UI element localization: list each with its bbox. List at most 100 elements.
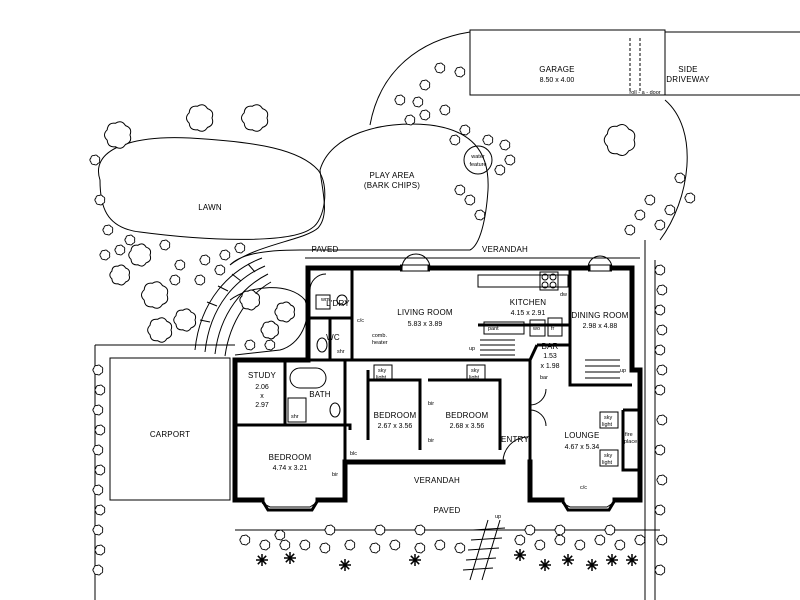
- shrub-icon: [594, 534, 606, 546]
- skylight-2-label-b: light: [469, 375, 480, 381]
- shrub-icon: [234, 242, 246, 254]
- shrub-icon: [414, 542, 426, 554]
- shrub-icon: [674, 172, 686, 184]
- shrub-icon: [94, 464, 106, 476]
- shrub-icon: [324, 524, 336, 536]
- shrub-icon: [264, 339, 276, 351]
- skylight-4-label-a: sky: [604, 453, 613, 459]
- shrub-icon: [419, 79, 431, 91]
- shrub-icon: [482, 134, 494, 146]
- skylight-1-label-a: sky: [378, 368, 387, 374]
- shrub-icon: [274, 529, 286, 541]
- shrub-icon: [439, 104, 451, 116]
- shrub-icon: [99, 249, 111, 261]
- shrub-icon: [94, 194, 106, 206]
- wo-label: wo: [532, 326, 540, 332]
- main-bedroom-dims: 4.74 x 3.21: [273, 465, 308, 472]
- shrub-icon: [219, 249, 231, 261]
- shrub-icon: [92, 404, 104, 416]
- shrub-icon: [414, 524, 426, 536]
- bedroom-3-label: BEDROOM: [446, 411, 489, 420]
- shrub-icon: [214, 264, 226, 276]
- study-dims-1: 2.06: [255, 384, 269, 391]
- side-driveway-label-2: DRIVEWAY: [666, 75, 710, 84]
- shrub-icon: [260, 320, 279, 340]
- play-area-outline: [229, 123, 489, 266]
- shrub-icon: [454, 66, 466, 78]
- fr-label: fr: [551, 326, 555, 332]
- shrub-icon: [174, 259, 186, 271]
- shrub-icon: [104, 121, 132, 149]
- side-driveway-label-1: SIDE: [678, 65, 697, 74]
- paved-bottom-label: PAVED: [434, 506, 461, 515]
- wm-label: wm: [320, 297, 330, 303]
- plant-icon: [626, 554, 638, 566]
- shrub-icon: [173, 308, 197, 332]
- up-label-1: up: [469, 346, 475, 352]
- lawn-outline: [98, 137, 326, 240]
- shrub-icon: [186, 104, 214, 132]
- comb-heater-label-1: comb.: [372, 333, 387, 339]
- bedroom-2-dims: 2.67 x 3.56: [378, 423, 413, 430]
- shrub-icon: [89, 154, 101, 166]
- bir-label-1: bir: [428, 401, 434, 407]
- shrub-icon: [94, 504, 106, 516]
- shrub-icon: [109, 264, 130, 286]
- shrub-icon: [394, 94, 406, 106]
- shrub-icon: [319, 542, 331, 554]
- main-bedroom-label: BEDROOM: [269, 453, 312, 462]
- living-room-label: LIVING ROOM: [397, 308, 453, 317]
- shrub-icon: [434, 62, 446, 74]
- shrub-icon: [419, 109, 431, 121]
- shrub-icon: [244, 339, 256, 351]
- skylight-4-label-b: light: [602, 460, 613, 466]
- shrub-icon: [454, 184, 466, 196]
- laundry-label: L'DRY: [326, 299, 350, 308]
- bar-label: BAR: [541, 342, 558, 351]
- labels: GARAGE 8.50 x 4.00 roll - a - door SIDE …: [150, 65, 710, 520]
- shrub-icon: [449, 134, 461, 146]
- lounge-label: LOUNGE: [565, 431, 600, 440]
- shrub-icon: [654, 504, 666, 516]
- verandah-top-label: VERANDAH: [482, 245, 528, 254]
- up-label-2: up: [620, 368, 626, 374]
- shrub-icon: [644, 194, 656, 206]
- shrub-icon: [344, 539, 356, 551]
- wc-label: WC: [326, 333, 340, 342]
- plant-icon: [606, 554, 618, 566]
- bedroom-3-dims: 2.68 x 3.56: [450, 423, 485, 430]
- shrub-icon: [102, 224, 114, 236]
- shrub-icon: [574, 539, 586, 551]
- trees: [89, 62, 696, 576]
- plant-icon: [409, 554, 421, 566]
- shrub-icon: [459, 124, 471, 136]
- water-feature-label-2: feature: [469, 162, 486, 168]
- shrub-icon: [299, 539, 311, 551]
- shrub-icon: [604, 524, 616, 536]
- shrub-icon: [141, 281, 169, 309]
- play-area-sublabel: (BARK CHIPS): [364, 181, 420, 190]
- shrub-icon: [504, 154, 516, 166]
- plant-icon: [539, 559, 551, 571]
- shrub-icon: [194, 274, 206, 286]
- shrub-icon: [369, 542, 381, 554]
- house-walls: [232, 253, 643, 512]
- plant-icon: [562, 554, 574, 566]
- skylight-1-label-b: light: [376, 375, 387, 381]
- shrub-icon: [654, 219, 666, 231]
- shrub-icon: [624, 224, 636, 236]
- site-outlines: [94, 29, 800, 600]
- shrub-icon: [656, 414, 668, 426]
- shrub-icon: [389, 539, 401, 551]
- shrub-icon: [199, 254, 211, 266]
- shrub-icon: [124, 234, 136, 246]
- shrub-icon: [614, 539, 626, 551]
- garage-label: GARAGE: [539, 65, 574, 74]
- bedroom-2-label: BEDROOM: [374, 411, 417, 420]
- shrub-icon: [534, 539, 546, 551]
- fireplace-label-1: fire: [625, 432, 633, 438]
- living-room-dims: 5.83 x 3.89: [408, 321, 443, 328]
- comb-heater-label-2: heater: [372, 340, 388, 346]
- plant-icon: [514, 549, 526, 561]
